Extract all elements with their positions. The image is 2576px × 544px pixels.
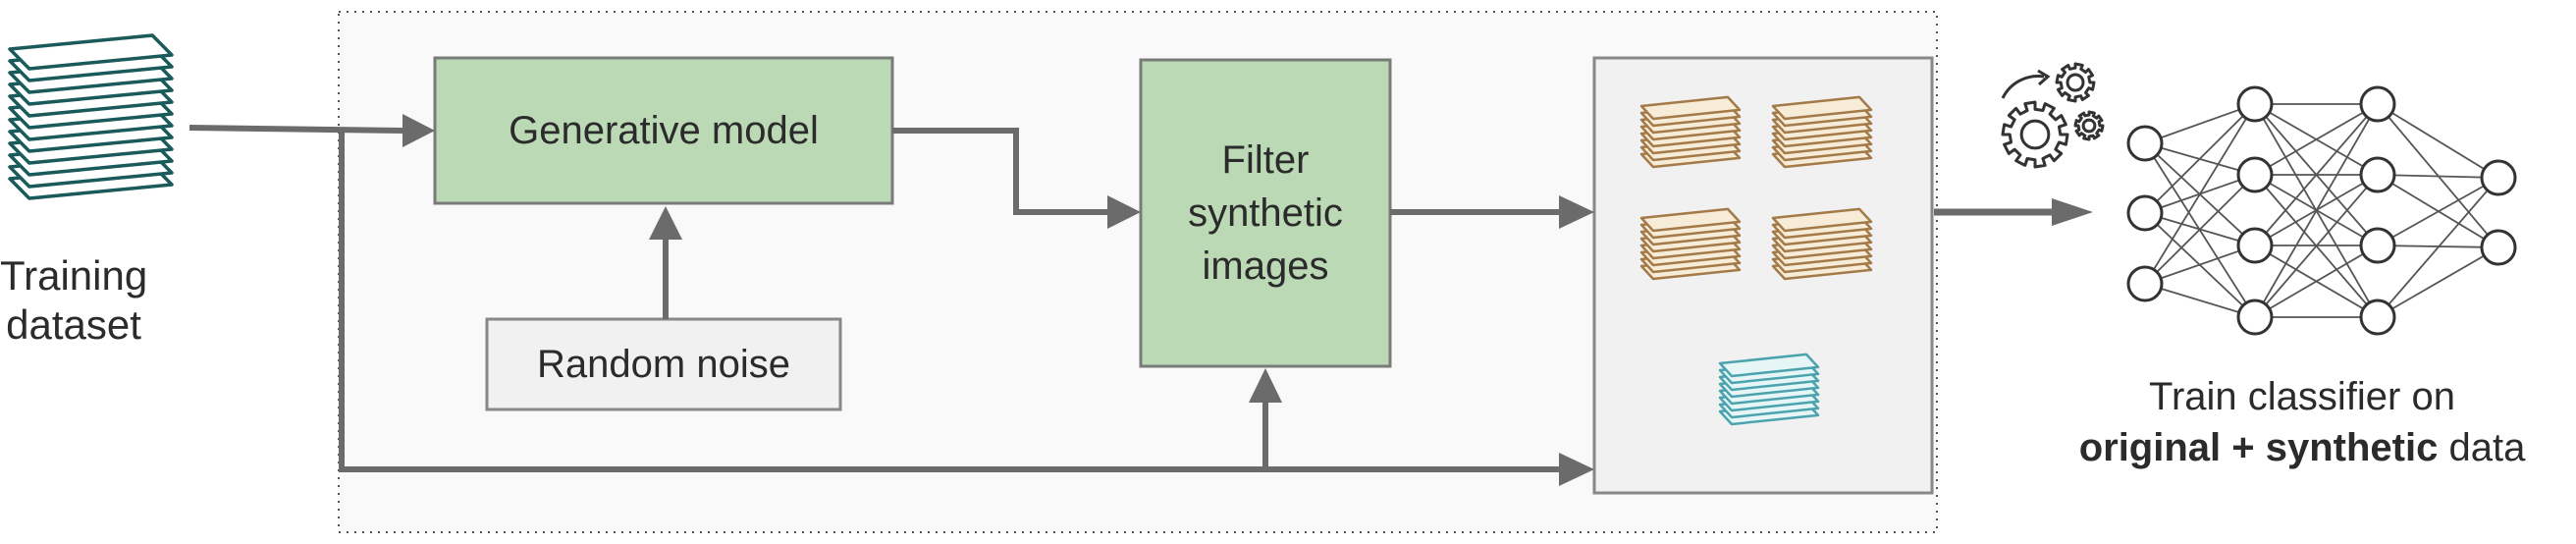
network-edge (2254, 103, 2379, 246)
network-node (2359, 299, 2396, 336)
training-dataset-label-line1: Training (0, 252, 148, 299)
arrowhead (1249, 368, 1282, 403)
synthetic-image-stacks-icon (1639, 95, 1873, 281)
filter-label-line2: synthetic (1188, 191, 1343, 235)
network-edge (2254, 174, 2379, 318)
classifier-caption-bold: original + synthetic (2078, 426, 2439, 469)
arrow-generator-to-filter (892, 128, 1107, 215)
network-node (2480, 229, 2517, 266)
network-edge (2144, 245, 2256, 285)
classifier-caption-rest: data (2438, 426, 2526, 469)
filter-box (1139, 58, 1392, 368)
network-edge (2144, 103, 2256, 144)
network-node (2236, 227, 2274, 264)
sheet (1718, 353, 1820, 378)
random-noise-label: Random noise (487, 319, 840, 409)
network-edge (2377, 177, 2499, 318)
network-edge (2377, 174, 2499, 179)
network-edge (2377, 246, 2499, 318)
image-stack-icon (8, 33, 174, 200)
network-node (2126, 194, 2164, 232)
network-node (2126, 265, 2164, 302)
gear-hub (2081, 118, 2097, 134)
arrowhead (2052, 198, 2093, 226)
network-edge (2144, 174, 2256, 285)
gear-hub (2066, 73, 2085, 92)
network-node (2126, 125, 2164, 162)
network-node (2236, 156, 2274, 193)
network-edge (2254, 103, 2379, 318)
network-edge (2254, 245, 2379, 318)
gear-motion-arc (2001, 75, 2045, 99)
network-node (2359, 85, 2396, 123)
filter-label-line1: Filter (1221, 138, 1310, 182)
sheet (1639, 207, 1742, 233)
original-image-stack-icon (1718, 353, 1820, 426)
arrow-dataset-to-output (339, 128, 1559, 472)
filter-label: Filter synthetic images (1141, 60, 1390, 366)
generative-model-label: Generative model (435, 58, 892, 203)
neural-network-icon (2126, 85, 2517, 336)
training-dataset-label-line2: dataset (6, 300, 141, 348)
network-edge (2377, 103, 2499, 179)
network-node (2236, 85, 2274, 123)
network-node (2480, 159, 2517, 196)
arrowhead (649, 206, 682, 240)
arrowhead (402, 114, 435, 147)
network-node (2236, 299, 2274, 336)
random-noise-text: Random noise (537, 343, 790, 386)
filter-label-line3: images (1202, 245, 1329, 288)
classifier-caption-line1: Train classifier on (2149, 375, 2455, 418)
classifier-caption-line2: original + synthetic data (2032, 422, 2572, 473)
network-edge (2377, 177, 2499, 246)
network-edge (2254, 103, 2379, 176)
sheet (1771, 207, 1873, 233)
sheet (1771, 95, 1873, 121)
network-edge (2144, 103, 2256, 214)
arrowhead (1559, 195, 1594, 229)
arrowhead (1107, 195, 1141, 229)
sheet (8, 33, 174, 71)
network-node (2359, 227, 2396, 264)
arrowhead (1559, 453, 1594, 486)
network-node (2359, 156, 2396, 193)
random-noise-box (485, 317, 842, 411)
generative-model-text: Generative model (509, 109, 819, 152)
gears-icon (2001, 62, 2105, 169)
gear-motion-arrow (2037, 69, 2051, 86)
gear-hub (2019, 119, 2051, 150)
network-edge (2144, 283, 2256, 318)
classifier-caption: Train classifier on original + synthetic… (2032, 371, 2572, 473)
arrow-dataset-to-generator (188, 125, 403, 134)
network-edge (2144, 103, 2256, 285)
training-dataset-label: Training dataset (0, 251, 147, 349)
sheet (1639, 95, 1742, 121)
